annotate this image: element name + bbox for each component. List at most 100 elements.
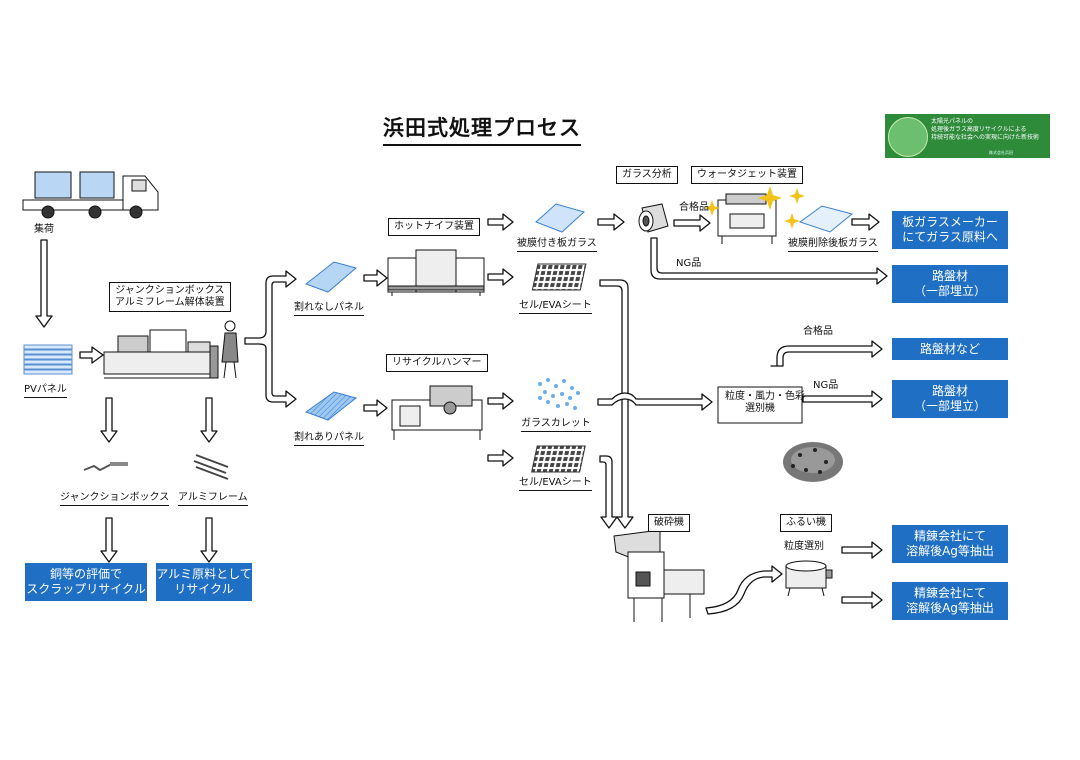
sorter-line-2: 選別機	[745, 403, 775, 414]
arrow-ng1	[650, 237, 888, 285]
arrow-sorter-pass	[770, 340, 883, 367]
arrow-broken-to-hammer	[363, 399, 388, 417]
arrow-to-glassmaker	[851, 213, 880, 231]
aluminum-frame-illustration	[193, 454, 229, 480]
outcome-roadbed-etc-line-1: 路盤材など	[919, 341, 980, 356]
pass-label-2: 合格品	[803, 326, 833, 337]
arrow-analysis-to-waterjet	[673, 214, 711, 232]
outcome-roadbed-1-line-2: （一部埋立）	[913, 284, 986, 298]
award-company: 株式会社浜田	[989, 150, 1013, 155]
hot-knife-label: ホットナイフ装置	[388, 218, 480, 236]
cell-eva-label-2: セル/EVAシート	[519, 477, 592, 491]
arrow-unbroken-to-hotknife	[363, 269, 388, 287]
crusher-label: 破砕機	[648, 514, 690, 532]
junction-box-label: ジャンクションボックス	[60, 492, 170, 506]
outcome-aluminum-line-2: リサイクル	[174, 582, 234, 596]
size-sort-label: 粒度選別	[784, 541, 824, 552]
outcome-smelter-1-line-2: 溶解後Ag等抽出	[906, 544, 994, 558]
sorter-illustration	[717, 386, 803, 424]
arrow-hammer-to-cullet	[487, 392, 514, 410]
outcome-copper-line-1: 銅等の評価で	[49, 567, 122, 581]
cell-eva-label-1: セル/EVAシート	[519, 300, 592, 314]
outcome-aluminum-line-1: アルミ原料として	[156, 567, 252, 581]
waterjet-machine-illustration	[717, 193, 777, 244]
outcome-copper: 銅等の評価で スクラップリサイクル	[25, 563, 147, 601]
waterjet-label: ウォータジェット装置	[691, 166, 803, 184]
film-removed-glass-illustration	[798, 205, 854, 233]
cell-eva-sheet-illustration-1	[531, 263, 587, 291]
arrow-sieve-to-smelter2	[841, 591, 883, 609]
award-banner: 太陽光パネルの 処理後ガラス高度リサイクルによる 持続可能な社会への実現に向けた…	[885, 114, 1050, 158]
outcome-glass-maker-line-2: にてガラス原料へ	[902, 230, 998, 244]
glass-granules-photo	[783, 442, 843, 482]
dismantling-unit-line-2: アルミフレーム解体装置	[115, 297, 225, 308]
arrow-cell-to-crusher	[599, 279, 634, 529]
glass-analysis-label: ガラス分析	[616, 166, 678, 184]
outcome-aluminum: アルミ原料として リサイクル	[156, 563, 252, 601]
glass-cullet-illustration	[538, 378, 580, 410]
truck-illustration	[22, 171, 159, 219]
arrow-hotknife-to-cell	[487, 268, 514, 286]
award-text: 太陽光パネルの 処理後ガラス高度リサイクルによる 持続可能な社会への実現に向けた…	[931, 118, 1039, 142]
outcome-glass-maker: 板ガラスメーカー にてガラス原料へ	[892, 211, 1008, 249]
broken-panel-illustration	[304, 391, 358, 421]
outcome-smelter-2-line-2: 溶解後Ag等抽出	[906, 601, 994, 615]
recycle-hammer-machine-illustration	[391, 385, 483, 440]
arrow-jb-down	[100, 517, 118, 563]
pass-label-1: 合格品	[679, 202, 709, 213]
arrow-hammer-to-cell	[487, 449, 514, 467]
outcome-smelter-2: 精錬会社にて 溶解後Ag等抽出	[892, 582, 1008, 620]
dismantling-machine-illustration	[103, 320, 239, 379]
dismantling-unit-label: ジャンクションボックス アルミフレーム解体装置	[109, 282, 231, 312]
award-seal-icon	[888, 117, 928, 157]
film-removed-glass-label: 被膜削除後板ガラス	[788, 238, 878, 252]
broken-panel-label: 割れありパネル	[294, 432, 364, 446]
glass-cullet-label: ガラスカレット	[521, 418, 591, 432]
flow-arrows	[35, 213, 888, 615]
award-line-3: 持続可能な社会への実現に向けた新技術	[931, 134, 1040, 141]
crusher-machine-illustration	[613, 529, 705, 622]
page-title: 浜田式処理プロセス	[383, 112, 581, 146]
unbroken-panel-label: 割れなしパネル	[294, 302, 364, 316]
outcome-roadbed-1: 路盤材 （一部埋立）	[892, 265, 1008, 303]
outcome-copper-line-2: スクラップリサイクル	[26, 582, 146, 596]
outcome-roadbed-2: 路盤材 （一部埋立）	[892, 380, 1008, 418]
recycle-hammer-label: リサイクルハンマー	[386, 354, 488, 372]
coated-glass-label: 被膜付き板ガラス	[517, 238, 597, 252]
arrow-hotknife-to-glass	[487, 213, 514, 231]
dismantling-unit-line-1: ジャンクションボックス	[115, 285, 225, 296]
outcome-smelter-2-line-1: 精錬会社にて	[913, 586, 986, 600]
arrow-al-down	[200, 517, 218, 563]
outcome-glass-maker-line-1: 板ガラスメーカー	[902, 215, 998, 229]
arrow-split	[244, 270, 297, 408]
collection-label: 集荷	[34, 224, 54, 235]
arrow-cell2-to-crusher	[599, 455, 618, 529]
sorter-line-1: 粒度・風力・色彩	[725, 391, 805, 402]
coated-glass-illustration	[535, 203, 586, 233]
arrow-unit-down-left	[100, 397, 118, 443]
aluminum-frame-label: アルミフレーム	[178, 492, 248, 506]
junction-box-illustration	[83, 462, 128, 472]
arrow-glass-to-analysis	[597, 213, 625, 231]
arrow-sieve-to-smelter1	[841, 541, 883, 559]
pv-panel-stack-illustration	[23, 344, 73, 375]
pv-panel-label: PVパネル	[24, 384, 67, 398]
arrow-pv-to-unit	[79, 346, 104, 364]
sparkle-illustration	[704, 186, 805, 229]
hot-knife-machine-illustration	[387, 249, 485, 296]
outcome-roadbed-2-line-1: 路盤材	[931, 384, 968, 398]
outcome-roadbed-etc: 路盤材など	[892, 338, 1008, 360]
unbroken-panel-illustration	[304, 261, 358, 293]
award-line-2: 処理後ガラス高度リサイクルによる	[931, 126, 1027, 133]
arrow-unit-down-right	[200, 397, 218, 443]
sieve-label: ふるい機	[780, 514, 832, 532]
cell-eva-sheet-illustration-2	[531, 445, 586, 473]
outcome-smelter-1-line-1: 精錬会社にて	[913, 529, 986, 543]
outcome-smelter-1: 精錬会社にて 溶解後Ag等抽出	[892, 525, 1008, 563]
ng-label-1: NG品	[676, 258, 702, 269]
arrow-sorter-ng	[802, 390, 883, 408]
arrow-crusher-to-sieve	[705, 565, 783, 615]
arrow-cullet-to-sorter	[597, 392, 713, 411]
outcome-roadbed-2-line-2: （一部埋立）	[913, 399, 986, 413]
